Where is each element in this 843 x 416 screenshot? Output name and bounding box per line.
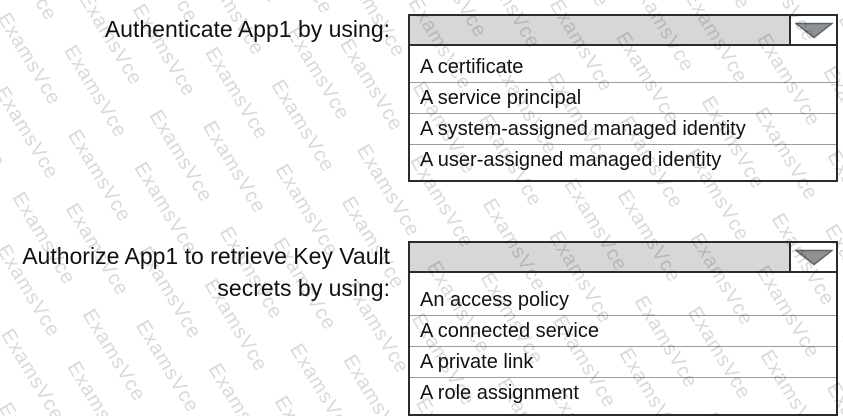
question-2-dropdown: An access policy A connected service A p…: [408, 241, 838, 416]
question-2-label-line-2: secrets by using:: [217, 275, 390, 301]
dropdown-option[interactable]: A service principal: [410, 83, 836, 114]
question-2-dropdown-arrow-button[interactable]: [789, 243, 836, 271]
dropdown-option[interactable]: A connected service: [410, 316, 836, 347]
question-2-dropdown-selected[interactable]: [410, 243, 789, 271]
dropdown-option[interactable]: A user-assigned managed identity: [410, 145, 836, 175]
question-2-options-list: An access policy A connected service A p…: [410, 273, 836, 408]
dropdown-option[interactable]: A system-assigned managed identity: [410, 114, 836, 145]
question-2-dropdown-header: [410, 243, 836, 273]
dropdown-option[interactable]: An access policy: [410, 285, 836, 316]
dropdown-option[interactable]: A role assignment: [410, 378, 836, 408]
dropdown-option-label: A private link: [420, 351, 534, 373]
dropdown-option-label: A user-assigned managed identity: [420, 149, 722, 171]
dropdown-option[interactable]: A private link: [410, 347, 836, 378]
question-1-label: Authenticate App1 by using:: [0, 14, 390, 44]
dropdown-option-label: A service principal: [420, 87, 582, 109]
dropdown-option-label: An access policy: [420, 289, 569, 311]
dropdown-arrow-icon: [794, 249, 833, 266]
dropdown-option-label: A certificate: [420, 56, 524, 78]
question-2-label: Authorize App1 to retrieve Key Vault sec…: [0, 240, 390, 304]
question-1-label-line: Authenticate App1 by using:: [104, 16, 390, 42]
dropdown-arrow-icon: [794, 22, 833, 39]
dropdown-option-label: A connected service: [420, 320, 599, 342]
dropdown-option[interactable]: A certificate: [410, 52, 836, 83]
question-1-dropdown-header: [410, 16, 836, 46]
dropdown-option-label: A system-assigned managed identity: [420, 118, 746, 140]
question-2-label-line-1: Authorize App1 to retrieve Key Vault: [22, 243, 390, 269]
dropdown-option-label: A role assignment: [420, 382, 579, 404]
question-1-dropdown-selected[interactable]: [410, 16, 789, 44]
question-1-options-list: A certificate A service principal A syst…: [410, 46, 836, 175]
question-1-dropdown: A certificate A service principal A syst…: [408, 14, 838, 182]
question-1-dropdown-arrow-button[interactable]: [789, 16, 836, 44]
